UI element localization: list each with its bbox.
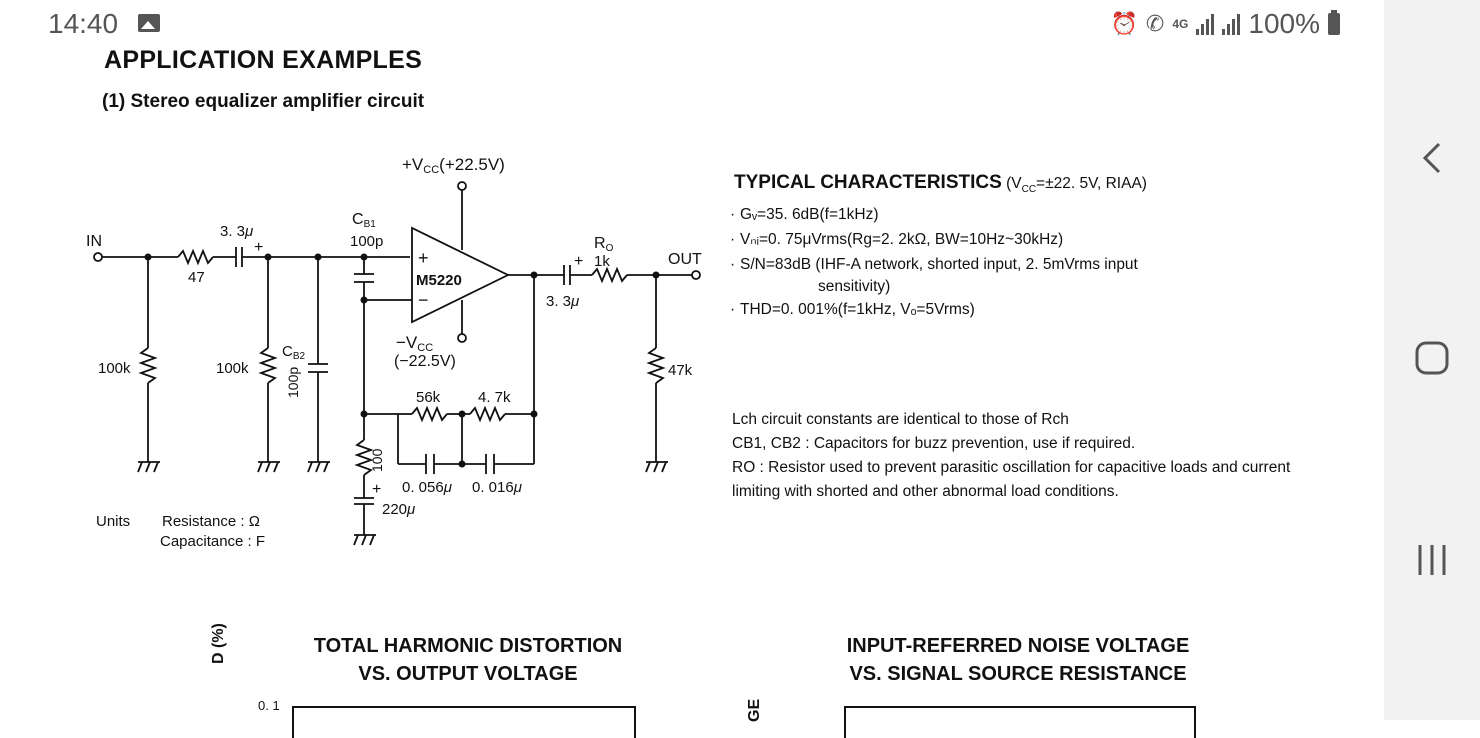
typical-item-thd: THD=0. 001%(f=1kHz, Vₒ=5Vrms) <box>730 297 1147 322</box>
typical-list: Gᵥ=35. 6dB(f=1kHz) Vₙᵢ=0. 75μVrms(Rg=2. … <box>730 202 1147 322</box>
typical-characteristics-heading: TYPICAL CHARACTERISTICS (VCC=±22. 5V, RI… <box>734 170 1147 202</box>
ic-label: M5220 <box>416 272 462 289</box>
cb2-label: CB2 <box>282 343 306 362</box>
opamp-minus: − <box>418 290 429 310</box>
home-button[interactable] <box>1402 328 1462 388</box>
chart-thd-frame <box>292 706 636 738</box>
page-title: APPLICATION EXAMPLES <box>104 46 423 74</box>
cb1-label: CB1 <box>352 211 376 230</box>
recent-apps-button[interactable] <box>1402 530 1462 590</box>
typical-condition: (VCC=±22. 5V, RIAA) <box>1006 175 1147 196</box>
note-lch: Lch circuit constants are identical to t… <box>732 411 1069 428</box>
back-button[interactable] <box>1402 128 1462 188</box>
opamp-plus: + <box>418 248 429 268</box>
chart-noise-frame <box>844 706 1196 738</box>
units-resistance: Resistance : Ω <box>162 513 260 530</box>
navigation-bar <box>1384 0 1480 720</box>
c016-label: 0. 016μ <box>472 479 522 496</box>
status-icons: ⏰ ✆ 4G 100% <box>1111 8 1340 40</box>
chart-thd-ytick: 0. 1 <box>258 698 280 713</box>
typical-characteristics: TYPICAL CHARACTERISTICS (VCC=±22. 5V, RI… <box>730 170 1147 322</box>
home-icon <box>1415 341 1449 375</box>
recent-apps-icon <box>1418 545 1446 575</box>
section-title: (1) Stereo equalizer amplifier circuit <box>102 91 425 112</box>
wifi-call-icon: ✆ <box>1145 11 1165 36</box>
r100k-a-label: 100k <box>98 360 131 377</box>
cin-plus-label: + <box>254 239 263 256</box>
c220-plus: + <box>372 481 381 498</box>
r47k-label: 47k <box>668 362 693 379</box>
ro-value: 1k <box>594 253 610 270</box>
cout-label: 3. 3μ <box>546 293 579 310</box>
typical-item-snr: S/N=83dB (IHF-A network, shorted input, … <box>730 252 1147 297</box>
back-icon <box>1422 142 1441 174</box>
r56k-label: 56k <box>416 389 441 406</box>
cout-plus: + <box>574 253 583 270</box>
chart-title-noise: INPUT-REFERRED NOISE VOLTAGE VS. SIGNAL … <box>846 635 1190 685</box>
vcc-neg-label: −VCC <box>396 333 433 354</box>
cin-label: 3. 3μ <box>220 223 253 240</box>
status-time: 14:40 <box>48 8 119 39</box>
vcc-pos-label: +VCC(+22.5V) <box>402 155 505 176</box>
image-icon <box>138 14 160 32</box>
r47-label: 47 <box>188 269 205 286</box>
note-ro: RO : Resistor used to prevent parasitic … <box>732 459 1291 500</box>
signal-icon-2 <box>1222 13 1241 35</box>
typical-item-gain: Gᵥ=35. 6dB(f=1kHz) <box>730 202 1147 227</box>
circuit-notes: Lch circuit constants are identical to t… <box>732 408 1322 504</box>
typical-item-noise: Vₙᵢ=0. 75μVrms(Rg=2. 2kΩ, BW=10Hz~30kHz) <box>730 227 1147 252</box>
r100-label: 100 <box>369 448 385 472</box>
cb2-value: 100p <box>285 367 301 398</box>
signal-icon <box>1196 13 1215 35</box>
chart-thd-ylabel: D (%) <box>210 623 227 664</box>
note-cb: CB1, CB2 : Capacitors for buzz preventio… <box>732 435 1136 452</box>
document-page[interactable]: APPLICATION EXAMPLES (1) Stereo equalize… <box>0 0 1384 738</box>
cb1-value: 100p <box>350 233 383 250</box>
r100k-b-label: 100k <box>216 360 249 377</box>
ro-label: RO <box>594 235 614 254</box>
typical-title: TYPICAL CHARACTERISTICS <box>734 172 1002 193</box>
out-label: OUT <box>668 251 702 268</box>
alarm-icon: ⏰ <box>1110 11 1138 36</box>
in-label: IN <box>86 233 102 250</box>
battery-icon <box>1328 10 1340 35</box>
units-capacitance: Capacitance : F <box>160 533 265 550</box>
battery-percent: 100% <box>1248 8 1320 39</box>
r47k-fb-label: 4. 7k <box>478 389 511 406</box>
status-bar: 14:40 ⏰ ✆ 4G 100% <box>0 0 1384 48</box>
units-label: Units <box>96 513 130 530</box>
chart-title-thd: TOTAL HARMONIC DISTORTION VS. OUTPUT VOL… <box>313 635 623 685</box>
chart-noise-ylabel: GE <box>746 698 763 722</box>
vcc-neg-value: (−22.5V) <box>394 353 456 370</box>
c220-label: 220μ <box>382 501 415 518</box>
c056-label: 0. 056μ <box>402 479 452 496</box>
network-type: 4G <box>1172 17 1189 31</box>
circuit-schematic: +VCC(+22.5V) IN 47 3. 3μ + CB1 100p + − … <box>86 155 702 550</box>
